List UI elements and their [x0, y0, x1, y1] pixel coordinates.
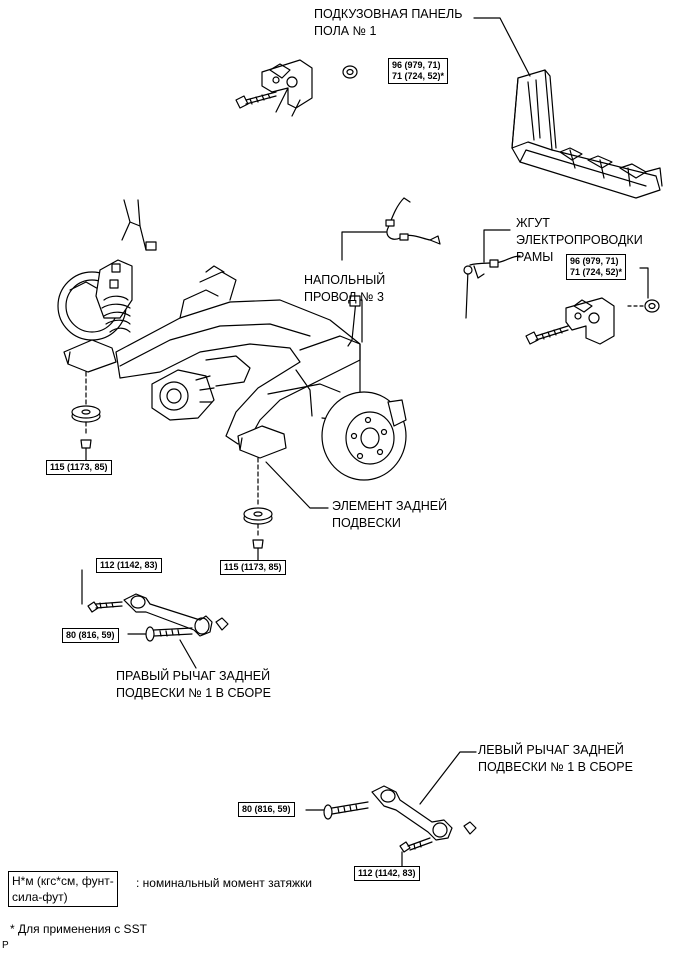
torque-left-arm-washer-bolt: 80 (816, 59) [238, 802, 295, 817]
left-lower-arm-assembly [305, 751, 477, 869]
frame-wire-harness [463, 229, 521, 319]
top-bracket-assembly [235, 59, 358, 117]
left-mount-stack [71, 371, 101, 461]
torque-left-arm-bolt: 112 (1142, 83) [354, 866, 420, 881]
label-frame-harness: ЖГУТ ЭЛЕКТРОПРОВОДКИ РАМЫ [516, 216, 643, 264]
floor-wire-no3 [341, 197, 441, 261]
torque-right-arm-bolt: 112 (1142, 83) [96, 558, 162, 573]
label-rear-member: ЭЛЕМЕНТ ЗАДНЕЙ ПОДВЕСКИ [332, 499, 448, 530]
floor-under-cover [473, 17, 663, 199]
rear-suspension-member [57, 199, 407, 509]
corner-mark: P [2, 940, 9, 951]
label-right-arm: ПРАВЫЙ РЫЧАГ ЗАДНЕЙ ПОДВЕСКИ № 1 В СБОРЕ [116, 669, 271, 700]
torque-right-arm-washer-bolt: 80 (816, 59) [62, 628, 119, 643]
center-mount-stack [243, 457, 273, 561]
right-bracket-assembly [525, 267, 660, 345]
label-floor-panel: ПОДКУЗОВНАЯ ПАНЕЛЬ ПОЛА № 1 [314, 7, 463, 38]
label-floor-wire: НАПОЛЬНЫЙ ПРОВОД № 3 [304, 273, 386, 304]
right-lower-arm-assembly [81, 569, 229, 669]
legend-unit-text: : номинальный момент затяжки [136, 876, 312, 890]
legend-footnote: * Для применения с SST [10, 922, 147, 936]
torque-left-mount: 115 (1173, 85) [46, 460, 112, 475]
label-left-arm: ЛЕВЫЙ РЫЧАГ ЗАДНЕЙ ПОДВЕСКИ № 1 В СБОРЕ [478, 743, 633, 774]
torque-top-bracket: 96 (979, 71) 71 (724, 52)* [388, 58, 449, 84]
legend-unit-box: Н*м (кгс*см, фунт- сила-фут) [8, 871, 118, 907]
torque-right-bracket: 96 (979, 71) 71 (724, 52)* [566, 254, 627, 280]
torque-center-mount: 115 (1173, 85) [220, 560, 286, 575]
